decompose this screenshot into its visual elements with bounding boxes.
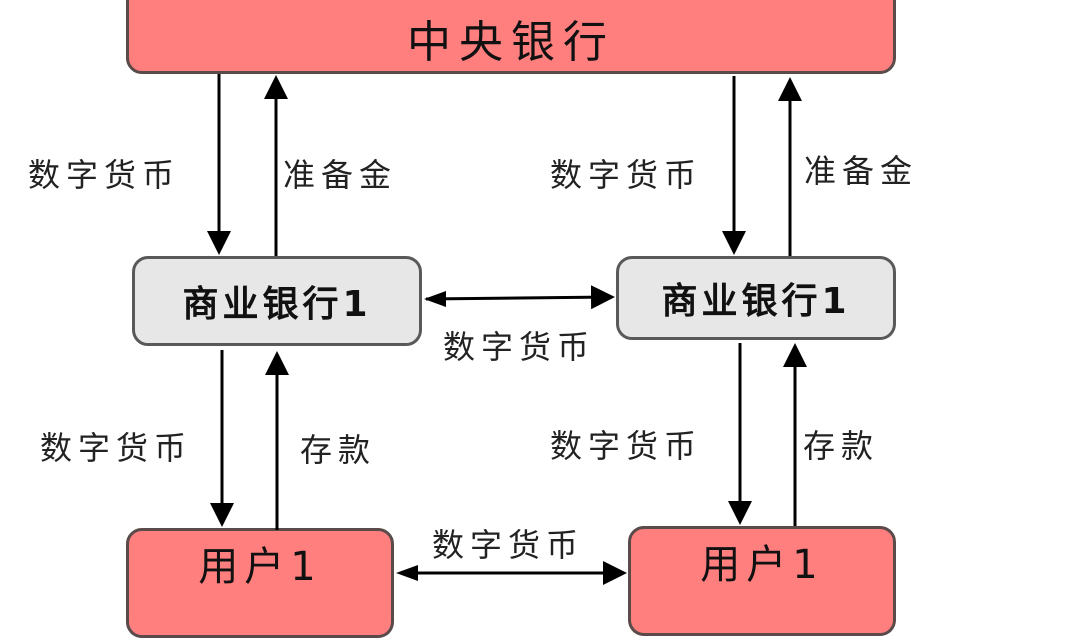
label-bank-left-to-user-left: 数字货币 <box>40 429 193 467</box>
arrows-layer <box>207 74 807 585</box>
arrow-interbank <box>425 285 615 310</box>
arrow-interuser-head-left <box>396 565 418 581</box>
central-bank-label: 中央银行 <box>407 17 615 68</box>
arrow-interbank-head-left <box>424 291 446 307</box>
label-interbank: 数字货币 <box>443 328 596 366</box>
label-bank-left-to-cb: 准备金 <box>283 156 398 194</box>
user-right-label: 用户1 <box>700 542 824 588</box>
label-interuser: 数字货币 <box>432 526 585 564</box>
user-left-label: 用户1 <box>198 544 322 590</box>
label-bank-right-to-cb: 准备金 <box>804 152 919 190</box>
label-user-left-to-bank-left: 存款 <box>300 431 377 469</box>
central-bank-node: 中央银行 <box>126 0 896 74</box>
commercial-bank-left-label: 商业银行1 <box>182 284 372 325</box>
label-cb-to-bank-right: 数字货币 <box>550 156 703 194</box>
label-user-right-to-bank-right: 存款 <box>803 427 880 465</box>
commercial-bank-right-label: 商业银行1 <box>661 281 851 322</box>
label-cb-to-bank-left: 数字货币 <box>28 156 181 194</box>
commercial-bank-right-node: 商业银行1 <box>616 256 896 340</box>
commercial-bank-left-node: 商业银行1 <box>132 256 422 346</box>
label-bank-right-to-user-right: 数字货币 <box>550 427 703 465</box>
